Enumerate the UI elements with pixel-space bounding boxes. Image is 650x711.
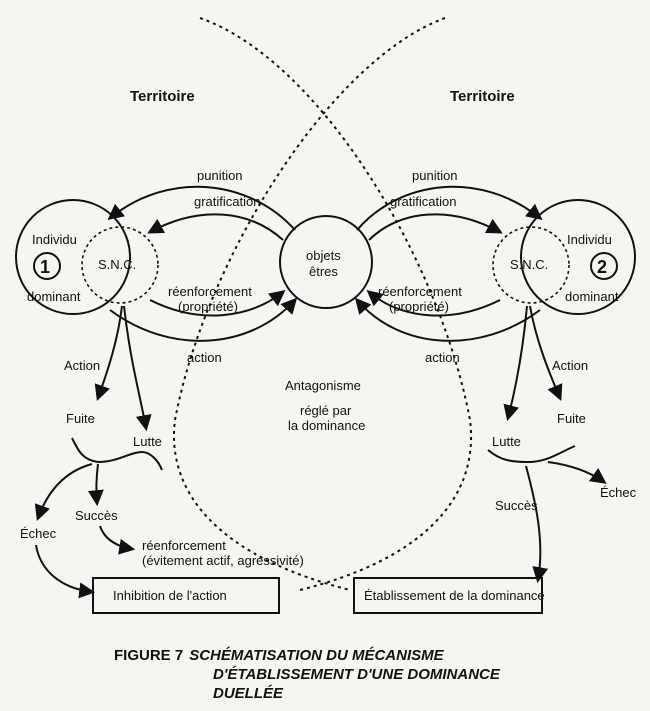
arrow-failure-to-box — [35, 544, 96, 599]
figure-number: FIGURE 7 — [114, 647, 184, 664]
fight-right-label: Lutte — [492, 434, 521, 449]
box-inhibition-label: Inhibition de l'action — [113, 588, 227, 603]
arrow-right-success — [525, 465, 549, 584]
arrow-right-to-flight — [529, 305, 563, 401]
objects-circle — [279, 215, 373, 309]
success-right-label: Succès — [495, 498, 538, 513]
success-left-label: Succès — [75, 508, 118, 523]
box-dominance — [353, 577, 543, 614]
figure-caption: FIGURE 7 SCHÉMATISATION DU MÉCANISME D'ÉT… — [114, 646, 534, 703]
individual-2-number-circle — [590, 252, 618, 280]
objects-label-1: objets — [306, 248, 341, 263]
individual-2-snc: S.N.C. — [510, 257, 548, 272]
arrow-reinforce-right — [366, 289, 501, 317]
action-left-label: Action — [64, 358, 100, 373]
arrow-left-failure — [34, 463, 93, 522]
individual-2-label: Individu — [567, 232, 612, 247]
individual-1-snc-circle — [81, 226, 159, 304]
individual-2-snc-circle — [492, 226, 570, 304]
individual-1-label: Individu — [32, 232, 77, 247]
punishment-left-label: punition — [197, 168, 243, 183]
regulated-label-2: la dominance — [288, 418, 365, 433]
arrow-punishment-left — [107, 185, 296, 231]
brace-right — [487, 445, 576, 464]
individual-2-outer-circle — [520, 199, 636, 315]
territory-arc-right — [173, 17, 446, 591]
arrow-success-to-reinforce — [99, 525, 136, 555]
arrow-punishment-right — [356, 185, 543, 231]
individual-1-snc: S.N.C. — [98, 257, 136, 272]
action-right-arrow-label: action — [425, 350, 460, 365]
territory-left-label: Territoire — [130, 88, 195, 105]
arrow-reward-right — [368, 213, 503, 241]
individual-2-status: dominant — [565, 289, 619, 304]
box-inhibition — [92, 577, 280, 614]
objects-label-2: êtres — [309, 264, 338, 279]
arrow-reward-left — [147, 213, 284, 241]
caption-title-line-2: D'ÉTABLISSEMENT D'UNE DOMINANCE — [213, 666, 500, 683]
regulated-label-1: réglé par — [300, 403, 352, 418]
caption-title-line-1: SCHÉMATISATION DU MÉCANISME — [189, 647, 444, 664]
reinforce-left-label-2: (propriété) — [178, 299, 238, 314]
action-left-arrow-label: action — [187, 350, 222, 365]
arrow-action-right — [354, 297, 541, 342]
arrow-action-left — [109, 297, 298, 342]
arrow-left-to-fight — [123, 305, 152, 432]
action-right-label: Action — [552, 358, 588, 373]
individual-1-number: 1 — [40, 257, 50, 277]
reward-left-label: gratification — [194, 194, 260, 209]
reinforcement-bottom-label-2: (évitement actif, agressivité) — [142, 553, 304, 568]
reinforcement-bottom-label-1: réenforcement — [142, 538, 226, 553]
reinforce-right-label-2: (propriété) — [389, 299, 449, 314]
brace-left — [71, 437, 163, 471]
fight-left-label: Lutte — [133, 434, 162, 449]
antagonism-label: Antagonisme — [285, 378, 361, 393]
individual-1-outer-circle — [15, 199, 131, 315]
failure-right-label: Échec — [600, 485, 637, 500]
arrow-reinforce-left — [149, 290, 286, 317]
caption-title-line-3: DUELLÉE — [213, 685, 284, 702]
reward-right-label: gratification — [390, 194, 456, 209]
failure-left-label: Échec — [20, 526, 57, 541]
punishment-right-label: punition — [412, 168, 458, 183]
individual-1-number-circle — [33, 252, 61, 280]
arrow-right-to-fight — [503, 305, 528, 422]
arrow-left-success — [87, 463, 104, 507]
flight-left-label: Fuite — [66, 411, 95, 426]
flight-right-label: Fuite — [557, 411, 586, 426]
arrow-left-to-flight — [94, 305, 123, 402]
individual-2-number: 2 — [597, 257, 607, 277]
individual-1-status: dominant — [27, 289, 81, 304]
arrow-right-failure — [547, 461, 607, 484]
territory-right-label: Territoire — [450, 88, 515, 105]
reinforce-left-label-1: réenforcement — [168, 284, 252, 299]
reinforce-right-label-1: réenforcement — [378, 284, 462, 299]
box-dominance-label: Établissement de la dominance — [364, 588, 545, 603]
